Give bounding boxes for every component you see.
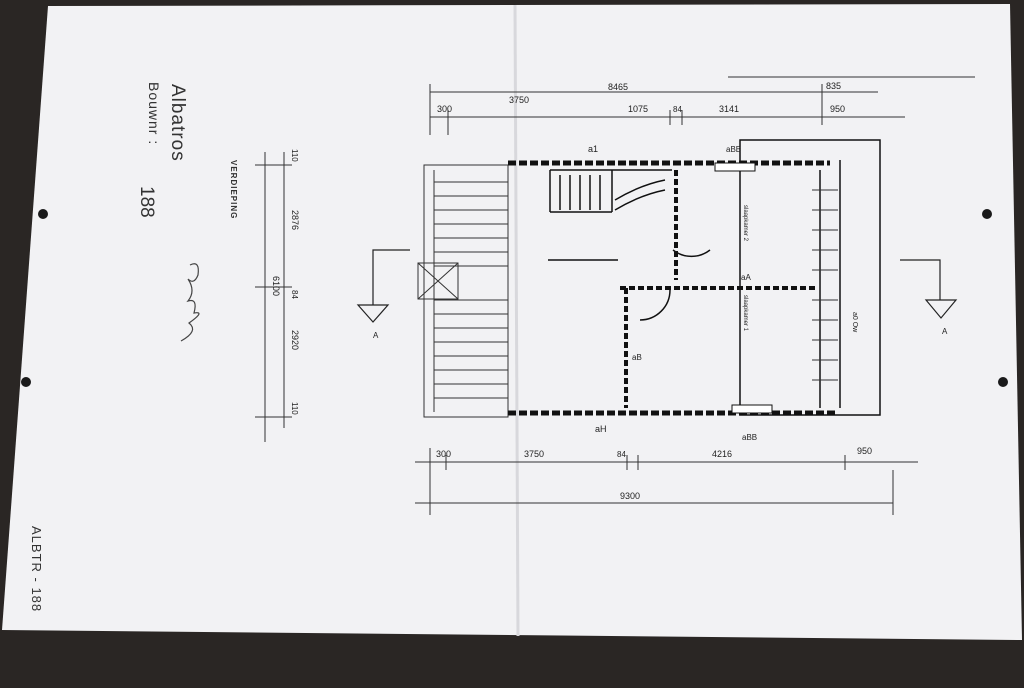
section-label-right: A [942,327,948,336]
section-marker-right [900,259,958,319]
roof-hatching [417,164,509,418]
window-label-top: aBB [726,145,741,154]
dim-top-d: 84 [673,105,682,114]
dim-left-total: 6100 [271,276,281,296]
dim-top-a: 300 [437,104,452,114]
dim-left-2: 2876 [290,210,300,230]
dim-top-b: 3750 [509,95,529,105]
window-bottom [731,404,773,414]
wall-label-mid: aA [741,273,751,282]
dim-left-3: 84 [290,290,299,299]
bottom-dimensions [415,448,918,515]
outer-walls [508,160,838,416]
inner-walls [548,139,881,416]
project-name: Albatros [167,84,188,162]
wall-label-vert: aB [632,353,642,362]
dim-top-f: 950 [830,104,845,114]
punch-hole [982,209,992,219]
dim-bottom-total: 9300 [620,491,640,501]
paper-fold [513,4,520,637]
dim-top-outer: 8465 [608,82,628,92]
interior-walls-thick [620,170,818,408]
dim-bottom-b: 3750 [524,449,544,459]
section-label-left: A [373,331,379,340]
top-dimensions [429,76,975,135]
punch-hole [38,209,48,219]
wall-label-bottom: aH [595,424,607,434]
dim-left-4: 2920 [290,330,300,350]
dim-left-5: 110 [290,402,299,415]
punch-hole [998,377,1008,387]
dim-top-right: 835 [826,81,841,91]
dim-bottom-e: 950 [857,446,872,456]
document-code: ALBTR - 188 [29,526,44,613]
dim-top-e: 3141 [719,104,739,114]
room-label-1: slaapkamer 1 [742,295,748,332]
signature [180,263,200,342]
dim-bottom-a: 300 [436,449,451,459]
floor-label: VERDIEPING [229,160,238,220]
dim-top-c: 1075 [628,104,648,114]
dim-bottom-c: 84 [617,450,626,459]
right-window-band [812,189,838,381]
section-marker-left [356,249,410,323]
dim-left-1: 110 [290,149,299,162]
dim-bottom-d: 4216 [712,449,732,459]
right-note: a0 Ow [851,312,858,333]
left-dimensions [255,152,292,442]
wall-label-top: a1 [588,144,598,154]
room-label-2: slaapkamer 2 [742,205,748,242]
bouwnr-value: 188 [136,186,157,218]
punch-hole [21,377,31,387]
bouwnr-label: Bouwnr : [146,82,162,146]
window-label-bottom: aBB [742,433,757,442]
window-top [714,162,756,172]
